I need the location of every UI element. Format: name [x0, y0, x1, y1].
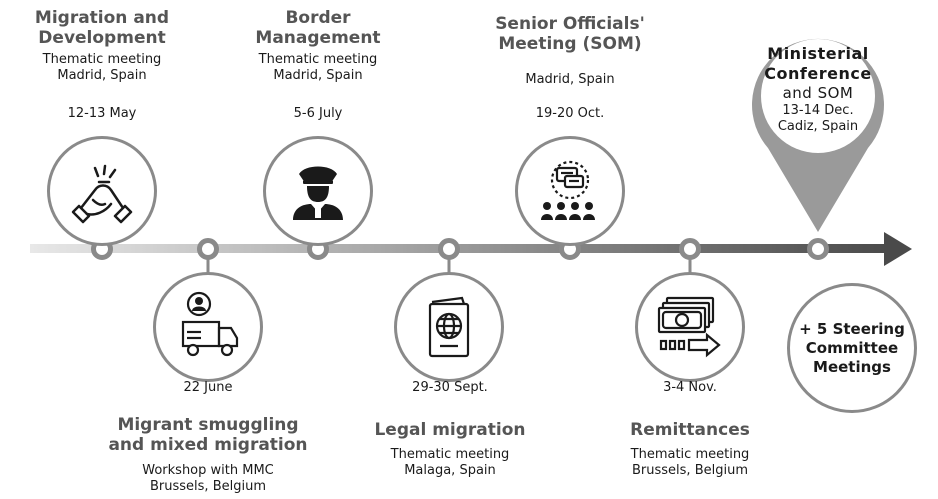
event-type-migration-development: Thematic meeting: [42, 52, 162, 67]
event-date-migration-development: 12-13 May: [67, 106, 137, 121]
event-location-border-management: Madrid, Spain: [273, 68, 363, 83]
event-date-migrant-smuggling: 22 June: [183, 380, 233, 395]
event-title-som: Senior Officials'Meeting (SOM): [495, 14, 645, 54]
event-location-legal-migration: Malaga, Spain: [404, 463, 496, 478]
event-location-som: Madrid, Spain: [525, 72, 615, 87]
timeline-dot-nov: [679, 238, 701, 260]
event-type-remittances: Thematic meeting: [630, 447, 750, 462]
event-circle-migration-development: [47, 136, 157, 246]
passport-icon: [428, 296, 470, 358]
event-circle-som: [515, 136, 625, 246]
money-transfer-icon: [657, 296, 721, 358]
meeting-audience-icon: [541, 160, 595, 220]
ministerial-conference-label: Ministerial Conference and SOM 13-14 Dec…: [764, 44, 872, 134]
handshake-icon: [71, 164, 133, 224]
event-location-migration-development: Madrid, Spain: [57, 68, 147, 83]
event-type-migrant-smuggling: Workshop with MMC: [142, 463, 274, 478]
event-title-remittances: Remittances: [630, 420, 750, 440]
event-circle-migrant-smuggling: [153, 272, 263, 382]
event-date-som: 19-20 Oct.: [535, 106, 605, 121]
event-date-legal-migration: 29-30 Sept.: [412, 380, 488, 395]
event-circle-legal-migration: [394, 272, 504, 382]
event-title-legal-migration: Legal migration: [374, 420, 526, 440]
timeline-dot-sept: [438, 238, 460, 260]
event-type-border-management: Thematic meeting: [258, 52, 378, 67]
event-date-border-management: 5-6 July: [293, 106, 343, 121]
timeline-dot-june: [197, 238, 219, 260]
timeline-dot-dec: [807, 238, 829, 260]
steering-line-3: Meetings: [813, 357, 891, 376]
event-circle-remittances: [635, 272, 745, 382]
person-truck-icon: [181, 291, 239, 357]
event-circle-border-management: [263, 136, 373, 246]
steering-line-2: Committee: [805, 338, 899, 357]
event-date-remittances: 3-4 Nov.: [663, 380, 717, 395]
event-location-migrant-smuggling: Brussels, Belgium: [150, 479, 266, 494]
steering-committee-circle: + 5 Steering Committee Meetings: [787, 283, 917, 413]
event-type-legal-migration: Thematic meeting: [390, 447, 510, 462]
officer-icon: [293, 166, 343, 220]
steering-line-1: + 5 Steering: [799, 319, 905, 338]
event-location-remittances: Brussels, Belgium: [632, 463, 748, 478]
